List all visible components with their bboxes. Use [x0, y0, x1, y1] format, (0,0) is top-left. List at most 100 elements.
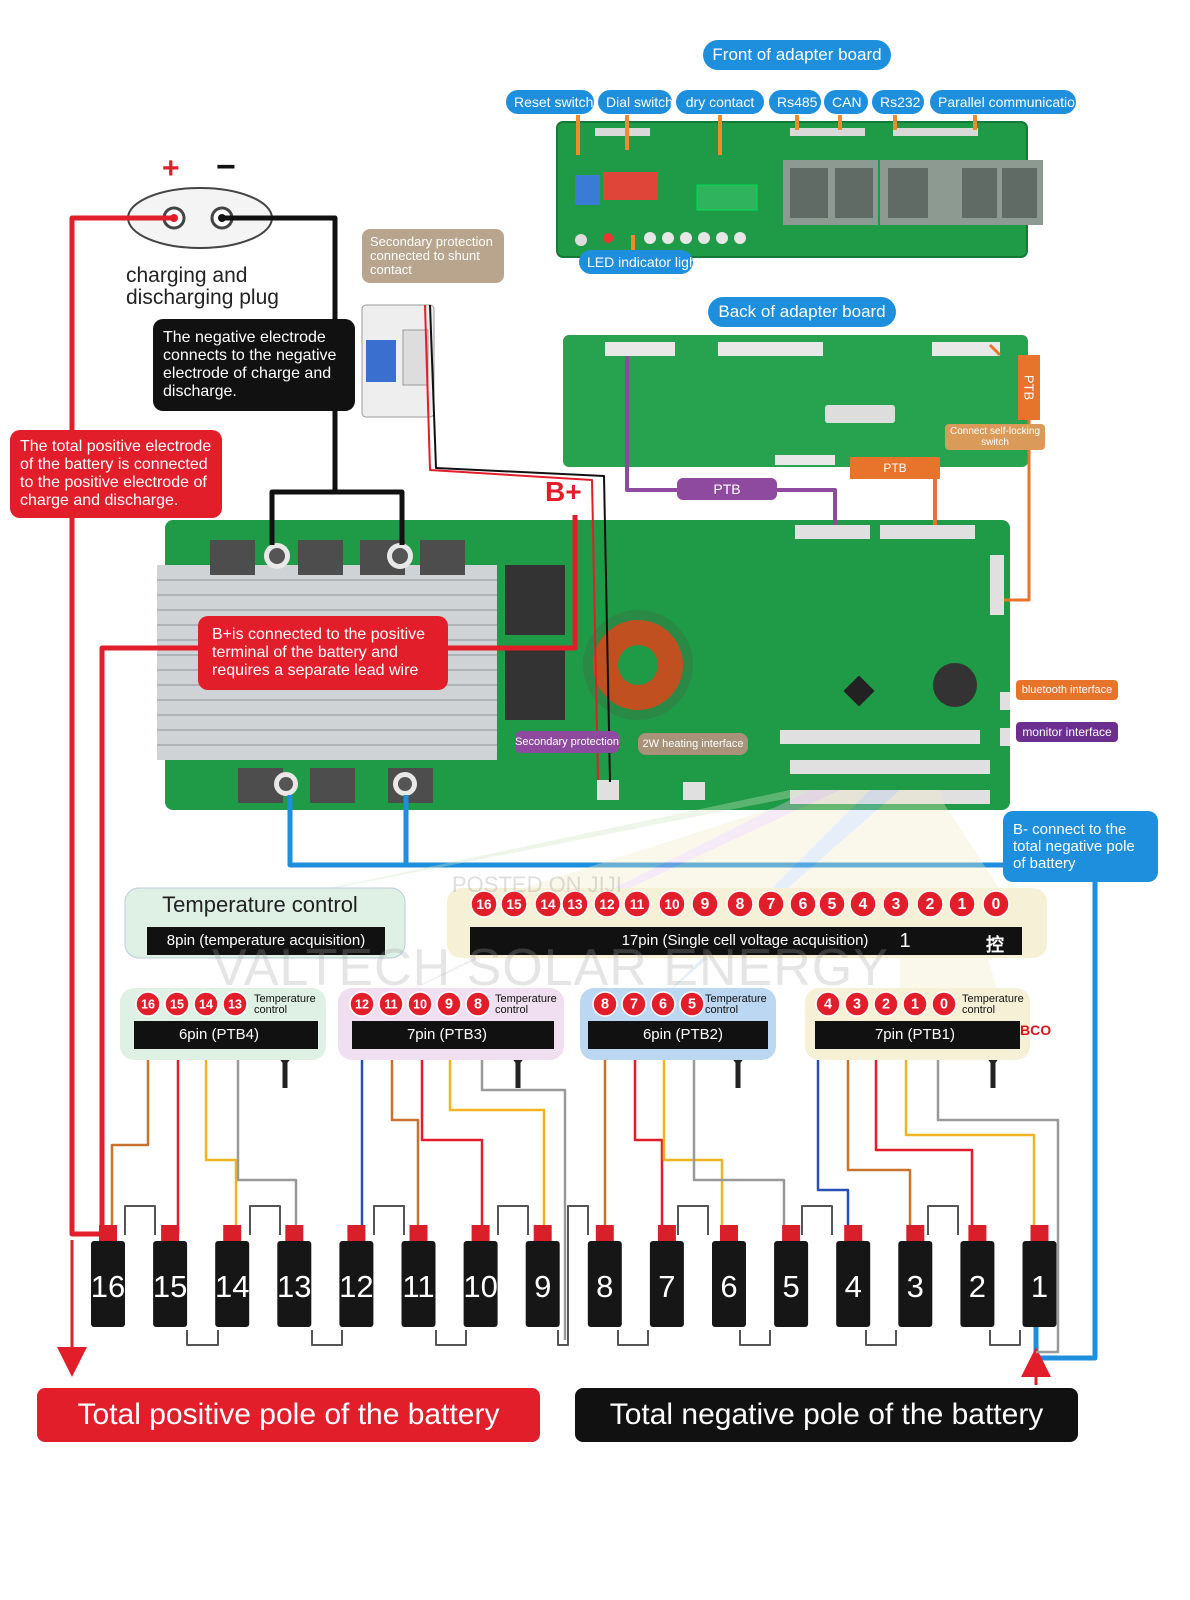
battery-cell-3: 3	[898, 1225, 933, 1327]
svg-text:13: 13	[228, 998, 242, 1012]
voltage-badge-16: 16	[470, 890, 498, 918]
battery-cell-13: 13	[277, 1225, 312, 1327]
svg-text:14: 14	[215, 1269, 249, 1304]
label-can: CAN	[824, 90, 868, 114]
svg-text:15: 15	[153, 1269, 187, 1304]
svg-text:9: 9	[445, 997, 453, 1013]
svg-text:5: 5	[828, 896, 837, 913]
svg-text:7: 7	[767, 896, 776, 913]
valtech-watermark: VALTECH SOLAR ENERGY	[212, 939, 889, 997]
svg-text:1: 1	[1031, 1269, 1048, 1304]
group4-bar: 7pin (PTB1)	[874, 1026, 956, 1043]
posted-watermark: POSTED ON JIJI	[452, 872, 622, 897]
svg-text:1: 1	[911, 997, 919, 1013]
front-board-title: Front of adapter board	[703, 40, 891, 70]
svg-text:12: 12	[355, 998, 369, 1012]
battery-cell-2: 2	[960, 1225, 995, 1327]
back-adapter-board	[563, 335, 1040, 479]
svg-text:10: 10	[664, 897, 680, 912]
svg-text:0: 0	[940, 997, 948, 1013]
svg-text:3: 3	[892, 896, 901, 913]
svg-text:16: 16	[476, 897, 492, 912]
battery-cell-11: 11	[401, 1225, 436, 1327]
label-reset-switch: Reset switch	[506, 90, 594, 114]
temperature-control-title: Temperature control	[162, 892, 358, 917]
voltage-badge-9: 9	[691, 890, 719, 918]
svg-text:6: 6	[659, 997, 667, 1013]
svg-text:2: 2	[882, 997, 890, 1013]
group2-badge-9: 9	[436, 991, 462, 1017]
battery-cell-14: 14	[215, 1225, 249, 1327]
label-rs232: Rs232	[872, 90, 924, 114]
battery-cell-16: 16	[91, 1225, 125, 1327]
self-locking-label: Connect self-locking switch	[945, 424, 1045, 450]
svg-text:12: 12	[339, 1269, 373, 1304]
back-board-title: Back of adapter board	[708, 297, 896, 327]
label-parallel-communication: Parallel communication	[930, 90, 1083, 114]
voltage-bar-label: 17pin (Single cell voltage acquisition)	[621, 932, 869, 949]
voltage-badge-8: 8	[726, 890, 754, 918]
secondary-protection-callout: Secondary protection connected to shunt …	[362, 229, 504, 283]
group1-bar: 6pin (PTB4)	[178, 1026, 260, 1043]
svg-text:9: 9	[701, 896, 710, 913]
voltage-badge-5: 5	[818, 890, 846, 918]
svg-text:4: 4	[859, 896, 868, 913]
plug-plus-sign: +	[162, 152, 180, 185]
positive-electrode-note: The total positive electrode of the batt…	[10, 430, 222, 518]
group3-bar: 6pin (PTB2)	[642, 1026, 724, 1043]
group2-badge-8: 8	[465, 991, 491, 1017]
svg-text:9: 9	[534, 1269, 551, 1304]
svg-text:10: 10	[463, 1269, 497, 1304]
voltage-badge-2: 2	[916, 890, 944, 918]
bplus-label: B+	[545, 476, 582, 507]
svg-text:6: 6	[720, 1269, 737, 1304]
svg-text:12: 12	[599, 897, 615, 912]
svg-text:11: 11	[630, 897, 645, 912]
ptb-right-label: PTB	[1021, 374, 1037, 401]
svg-text:3: 3	[853, 997, 861, 1013]
group3-subtitle: Temperature control	[705, 993, 767, 1016]
voltage-badge-3: 3	[882, 890, 910, 918]
svg-text:10: 10	[413, 998, 427, 1012]
svg-text:15: 15	[170, 998, 184, 1012]
group1-badge-16: 16	[135, 991, 161, 1017]
plug-label-line1: charging and	[126, 264, 248, 287]
group2-badge-12: 12	[349, 991, 375, 1017]
plug-label-line2: discharging plug	[126, 286, 279, 309]
svg-text:6: 6	[799, 896, 808, 913]
battery-cell-6: 6	[712, 1225, 746, 1327]
ptb-purple-label: PTB	[677, 478, 777, 500]
battery-cell-8: 8	[587, 1225, 622, 1327]
bminus-note: B- connect to the total negative pole of…	[1003, 811, 1158, 882]
label-rs485: Rs485	[769, 90, 821, 114]
group2-badge-10: 10	[407, 991, 433, 1017]
main-bms-board	[157, 520, 1010, 810]
group4-badge-4: 4	[815, 991, 841, 1017]
voltage-badge-7: 7	[757, 890, 785, 918]
svg-text:2: 2	[926, 896, 935, 913]
ptb-bottom-label: PTB	[850, 458, 940, 478]
svg-text:0: 0	[992, 896, 1001, 913]
group1-badge-13: 13	[222, 991, 248, 1017]
front-adapter-board	[556, 121, 1043, 258]
label-led-indicator: LED indicator light	[579, 250, 701, 274]
bluetooth-interface-tag: bluetooth interface	[1016, 680, 1118, 700]
battery-cell-9: 9	[525, 1225, 560, 1327]
battery-cell-10: 10	[463, 1225, 498, 1327]
group2-bar: 7pin (PTB3)	[406, 1026, 488, 1043]
voltage-badge-14: 14	[534, 890, 562, 918]
svg-text:1: 1	[958, 896, 967, 913]
voltage-badge-6: 6	[789, 890, 817, 918]
group4-subtitle: Temperature control	[962, 993, 1024, 1016]
voltage-bar-one: 1	[899, 930, 911, 952]
svg-text:15: 15	[506, 897, 522, 912]
svg-text:8: 8	[736, 896, 745, 913]
svg-text:11: 11	[402, 1269, 434, 1304]
battery-cell-15: 15	[153, 1225, 187, 1327]
battery-cell-7: 7	[649, 1225, 684, 1327]
group1-badge-14: 14	[193, 991, 219, 1017]
group4-badge-0: 0	[931, 991, 957, 1017]
svg-text:3: 3	[907, 1269, 924, 1304]
